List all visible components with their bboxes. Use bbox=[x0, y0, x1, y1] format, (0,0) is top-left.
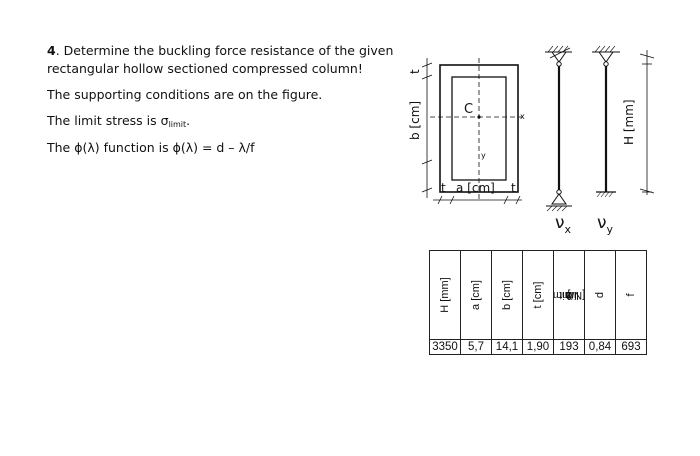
table-row: 3350 5,7 14,1 1,90 193 0,84 693 bbox=[429, 339, 647, 355]
nu-y-label: νy bbox=[597, 213, 614, 236]
column-x bbox=[545, 45, 572, 212]
value-sigma-limit: 193 bbox=[553, 339, 585, 355]
nu-x-label: νx bbox=[555, 213, 572, 236]
column-y bbox=[592, 45, 620, 198]
value-d: 0,84 bbox=[584, 339, 616, 355]
header-h: H [mm] bbox=[429, 250, 461, 340]
value-f: 693 bbox=[615, 339, 647, 355]
header-t: t [cm] bbox=[522, 250, 554, 340]
b-dimension-label: b [cm] bbox=[408, 101, 422, 140]
problem-line-4: The limit stress is σlimit. bbox=[47, 113, 191, 130]
value-t: 1,90 bbox=[522, 339, 554, 355]
value-a: 5,7 bbox=[460, 339, 492, 355]
t-bottom-left-label: t bbox=[441, 181, 446, 195]
problem-line-5: The ϕ(λ) function is ϕ(λ) = d – λ/f bbox=[47, 139, 255, 155]
problem-text: 4. Determine the buckling force resistan… bbox=[47, 42, 407, 157]
header-b: b [cm] bbox=[491, 250, 523, 340]
problem-line-1: 4. Determine the buckling force resistan… bbox=[47, 43, 394, 58]
section-outer-rect bbox=[439, 64, 519, 193]
a-dimension-label: a [cm] bbox=[456, 181, 495, 195]
t-left-label: t bbox=[408, 69, 422, 74]
centroid-label: C bbox=[464, 102, 473, 117]
header-f: f bbox=[615, 250, 647, 340]
value-b: 14,1 bbox=[491, 339, 523, 355]
column-figure: C x y b [cm] t t a [cm] t bbox=[400, 40, 700, 250]
y-axis-label: y bbox=[481, 151, 486, 160]
problem-line-2: rectangular hollow sectioned compressed … bbox=[47, 61, 363, 77]
cross-section-and-supports-drawing: C x y b [cm] t t a [cm] t bbox=[408, 45, 655, 236]
sigma-limit-sub: limit bbox=[168, 120, 187, 130]
header-d: d bbox=[584, 250, 616, 340]
t-bottom-right-label: t bbox=[511, 181, 516, 195]
h-dimension-label: H [mm] bbox=[622, 99, 636, 145]
problem-line-3: The supporting conditions are on the fig… bbox=[47, 87, 323, 103]
centroid-dot bbox=[477, 115, 481, 119]
x-axis-label: x bbox=[520, 112, 525, 121]
problem-number: 4 bbox=[47, 43, 56, 58]
value-h: 3350 bbox=[429, 339, 461, 355]
sigma-symbol: σ bbox=[160, 113, 169, 129]
header-a: a [cm] bbox=[460, 250, 492, 340]
